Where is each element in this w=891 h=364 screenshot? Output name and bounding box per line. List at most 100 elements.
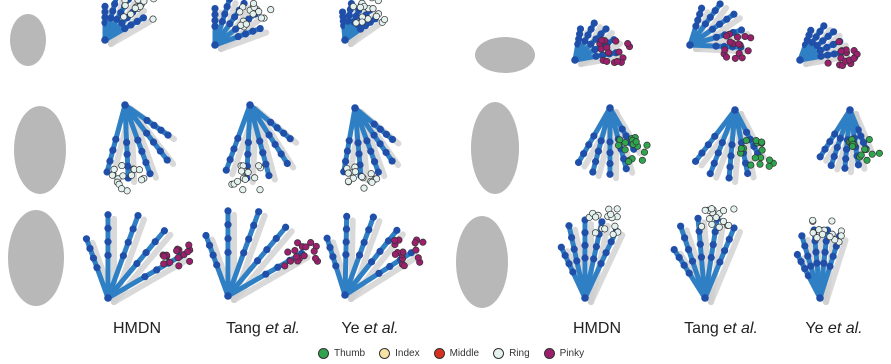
pred-joint (282, 224, 289, 231)
pred-joint (581, 254, 588, 261)
pred-joint (711, 133, 718, 140)
pred-joint (150, 139, 157, 146)
hypothesis-point (242, 176, 248, 182)
hypothesis-point (186, 258, 192, 264)
pred-joint (797, 258, 804, 265)
hypothesis-point (375, 0, 381, 4)
pred-joint (855, 161, 862, 168)
hypothesis-point (862, 146, 868, 152)
hypothesis-point (150, 16, 156, 22)
hypothesis-point (361, 185, 367, 191)
hypothesis-point (599, 37, 605, 43)
hypothesis-point (311, 248, 317, 254)
hypothesis-point (285, 249, 291, 255)
hypothesis-point (352, 169, 358, 175)
legend-item-ring: Ring (493, 348, 530, 359)
hypothesis-point (287, 258, 293, 264)
pred-joint (93, 264, 100, 271)
hypothesis-point (369, 0, 375, 1)
hypothesis-point (412, 240, 418, 246)
wrist-joint (581, 294, 589, 302)
pred-joint (606, 138, 613, 145)
hypothesis-point (109, 172, 115, 178)
pred-joint (257, 25, 264, 32)
hypothesis-point (420, 239, 426, 245)
hypothesis-point (357, 4, 363, 10)
column-label-left-3: Ye et al. (341, 320, 398, 338)
hypothesis-point (118, 186, 124, 192)
hypothesis-point (175, 255, 181, 261)
pred-joint (134, 212, 141, 219)
pred-joint (343, 238, 350, 245)
pred-joint (831, 130, 838, 137)
pred-joint (206, 242, 213, 249)
wrist-joint (224, 292, 232, 300)
hypothesis-point (128, 172, 134, 178)
thumb-swatch-icon (318, 348, 329, 359)
hypothesis-point (706, 216, 712, 222)
pred-joint (342, 158, 349, 165)
pred-joint (86, 245, 93, 252)
pred-joint (606, 171, 613, 178)
pred-joint (590, 132, 597, 139)
legend-item-pinky: Pinky (544, 348, 584, 359)
hypothesis-point (849, 143, 855, 149)
pred-joint (256, 138, 263, 145)
wrist-joint (796, 56, 804, 64)
pred-joint (389, 157, 396, 164)
pred-joint (109, 7, 116, 14)
pred-joint (161, 227, 168, 234)
hypothesis-point (825, 60, 831, 66)
hypothesis-point (766, 157, 772, 163)
hypothesis-point (368, 171, 374, 177)
hypothesis-point (413, 247, 419, 253)
pred-joint (213, 261, 220, 268)
hypothesis-point (869, 151, 875, 157)
depth-image-2 (14, 106, 66, 194)
pred-joint (821, 146, 828, 153)
pred-joint (711, 160, 718, 167)
hypothesis-point (392, 251, 398, 257)
hypothesis-point (250, 0, 256, 6)
finger-legend: Thumb Index Middle Ring Pinky (318, 345, 598, 361)
pred-joint (723, 16, 730, 23)
pred-joint (133, 260, 140, 267)
pred-joint (824, 52, 831, 59)
hypothesis-point (866, 136, 872, 142)
pred-joint (738, 26, 745, 33)
pred-joint (857, 133, 864, 140)
pred-joint (823, 44, 830, 51)
pred-joint (383, 149, 390, 156)
pred-joint (244, 151, 251, 158)
hypothesis-point (622, 147, 628, 153)
pred-joint (150, 122, 157, 129)
pred-joint (831, 153, 838, 160)
pred-joint (692, 158, 699, 165)
pred-joint (278, 150, 285, 157)
hypothesis-point (135, 0, 141, 3)
hypothesis-point (864, 157, 870, 163)
hypothesis-point (732, 55, 738, 61)
pred-joint (577, 25, 584, 32)
hypothesis-point (641, 149, 647, 155)
pred-joint (267, 119, 274, 126)
pred-joint (686, 270, 693, 277)
hypothesis-point (353, 20, 359, 26)
column-label-right-3: Ye et al. (805, 320, 862, 338)
samples-hand-17 (698, 206, 737, 231)
pred-joint (324, 235, 331, 242)
hypothesis-point (258, 15, 264, 21)
pred-joint (240, 249, 247, 256)
pred-joint (134, 18, 141, 25)
pred-joint (801, 242, 808, 249)
hypothesis-point (615, 142, 621, 148)
pred-joint (224, 249, 231, 256)
pred-joint (716, 258, 723, 265)
pred-joint (794, 251, 801, 258)
column-label-right-1: HMDN (573, 320, 621, 338)
pred-joint (698, 5, 705, 12)
hypothesis-point (120, 173, 126, 179)
pred-joint (287, 135, 294, 142)
depth-image-6 (456, 216, 508, 308)
pred-joint (227, 156, 234, 163)
